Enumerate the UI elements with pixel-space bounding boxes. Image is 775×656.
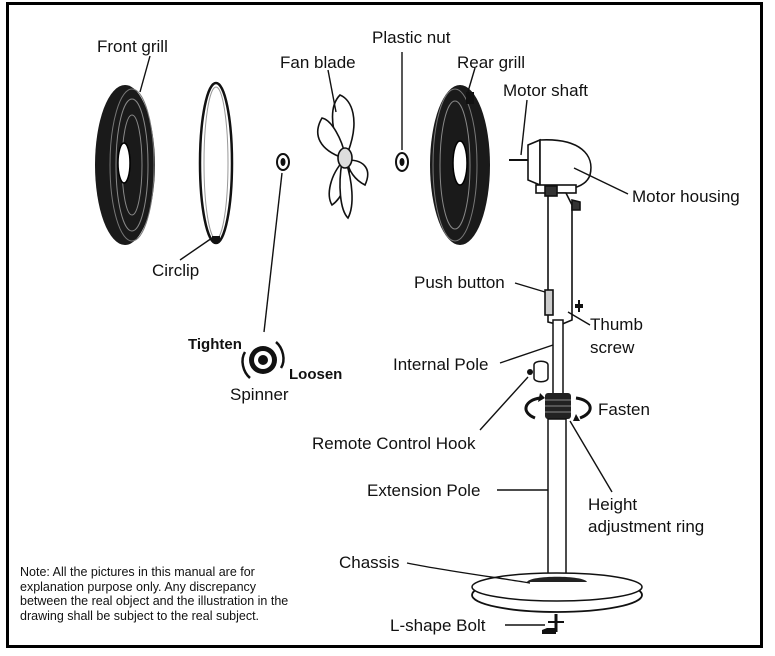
label-push-button: Push button: [414, 273, 505, 292]
label-motor-shaft: Motor shaft: [503, 81, 588, 100]
thumb-screw-part: [575, 300, 583, 312]
chassis-part: [471, 572, 643, 613]
fasten-arrows: [524, 396, 592, 420]
label-l-shape-bolt: L-shape Bolt: [390, 616, 486, 635]
front-grill-part: [95, 85, 155, 245]
spinner-detail: [241, 341, 285, 379]
label-tighten: Tighten: [188, 336, 242, 353]
label-thumb-screw-line2: screw: [590, 338, 635, 357]
label-height-ring-line1: Height: [588, 495, 637, 514]
circlip-part: [198, 81, 234, 245]
label-spinner: Spinner: [230, 385, 289, 404]
rear-grill-part: [430, 85, 490, 245]
label-fan-blade: Fan blade: [280, 53, 356, 72]
label-extension-pole: Extension Pole: [367, 481, 480, 500]
height-adjustment-ring-part: [545, 393, 571, 419]
label-thumb-screw-line1: Thumb: [590, 315, 643, 334]
plastic-nut-part: [395, 152, 409, 172]
label-chassis: Chassis: [339, 553, 399, 572]
internal-pole-part: [552, 319, 564, 397]
extension-pole-part: [547, 418, 567, 580]
fan-blade-part: [317, 94, 369, 220]
label-loosen: Loosen: [289, 366, 342, 383]
label-height-ring-line2: adjustment ring: [588, 517, 704, 536]
motor-housing-part: [509, 138, 592, 326]
spinner-small-part: [276, 153, 290, 171]
label-remote-control-hook: Remote Control Hook: [312, 434, 476, 453]
label-circlip: Circlip: [152, 261, 199, 280]
label-motor-housing: Motor housing: [632, 187, 740, 206]
l-shape-bolt-part: [542, 614, 564, 634]
label-front-grill: Front grill: [97, 37, 168, 56]
label-fasten: Fasten: [598, 400, 650, 419]
label-plastic-nut: Plastic nut: [372, 28, 451, 47]
disclaimer-note: Note: All the pictures in this manual ar…: [20, 565, 289, 623]
leader-lines: [139, 55, 629, 626]
label-rear-grill: Rear grill: [457, 53, 525, 72]
remote-control-hook-part: [527, 360, 549, 383]
label-internal-pole: Internal Pole: [393, 355, 488, 374]
